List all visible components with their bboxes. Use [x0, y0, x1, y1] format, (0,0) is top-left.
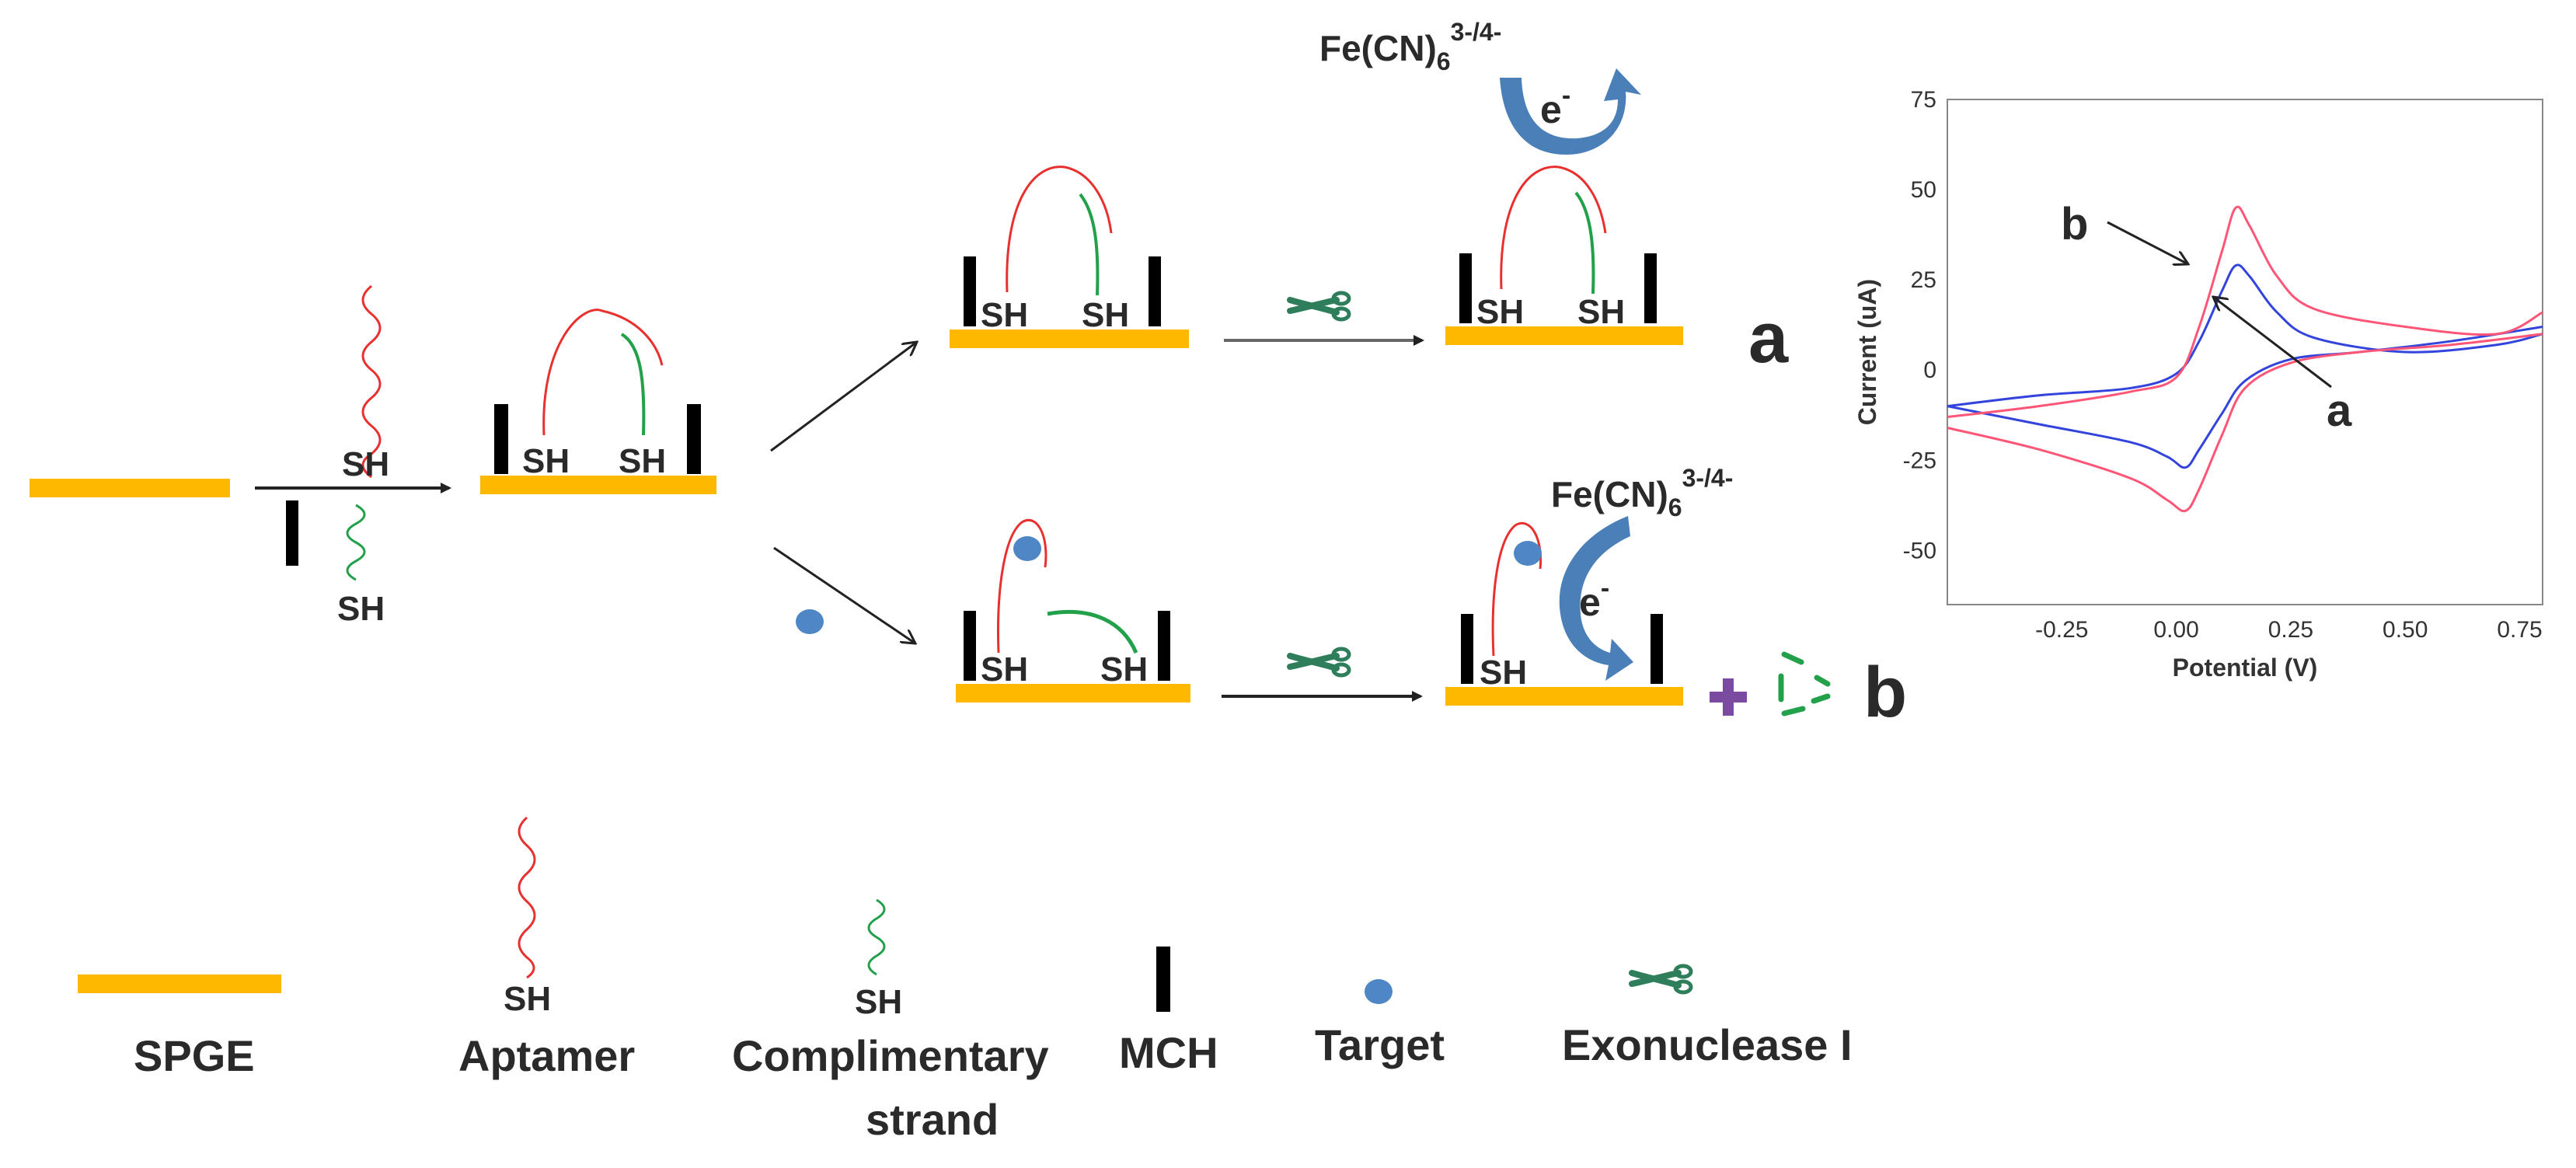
cv-chart: -0.25 0.00 0.25 0.50 0.75 75 50 25 0 -25 -50 Poten… — [1853, 87, 2543, 682]
electrode-lower-2 — [1445, 687, 1683, 706]
legend-complementary-icon — [867, 898, 886, 976]
legend-exonuclease-icon — [1632, 966, 1691, 992]
cv-curve-b-reverse — [1947, 333, 2543, 513]
mch-left — [964, 256, 976, 326]
chart-curves — [1947, 205, 2543, 513]
target-bound — [1514, 541, 1542, 566]
electrode-lower-1 — [956, 684, 1190, 703]
sh-label: SH — [1480, 654, 1527, 692]
electrode-upper-1 — [950, 329, 1189, 348]
result-label-a: a — [1748, 298, 1789, 378]
legend-spge-icon — [78, 974, 281, 993]
electrode-modified — [480, 476, 716, 494]
y-tick-label: 50 — [1911, 177, 1936, 203]
chart-xlabel: Potential (V) — [2173, 654, 2318, 682]
sh-label: SH — [981, 650, 1028, 689]
mch-right — [1158, 611, 1170, 681]
x-tick-label: 0.75 — [2497, 617, 2542, 643]
sh-label: SH — [337, 590, 385, 628]
result-label-b: b — [1863, 653, 1907, 732]
exonuclease-icon — [1290, 649, 1349, 675]
electron-transfer-arrow-top — [1500, 68, 1641, 155]
electron-transfer-arrow-bottom — [1559, 516, 1633, 681]
mch-right — [1149, 256, 1161, 326]
legend-exonuclease-label: Exonuclease I — [1562, 1020, 1853, 1069]
sh-label: SH — [619, 442, 666, 480]
target-bound — [1013, 536, 1041, 561]
sh-label: SH — [1577, 293, 1625, 331]
aptamer-loop — [1500, 166, 1607, 290]
mch-right — [1651, 614, 1663, 684]
legend-spge-label: SPGE — [134, 1031, 255, 1080]
y-tick-label: 0 — [1923, 357, 1936, 383]
legend-target-icon — [1365, 979, 1393, 1004]
legend-aptamer-label: Aptamer — [458, 1031, 635, 1080]
aptamer-loop — [1006, 166, 1113, 293]
y-tick-label: 75 — [1911, 87, 1936, 113]
sh-label: SH — [522, 442, 570, 480]
ferricyanide-label-bottom: Fe(CN)63-/4- — [1551, 464, 1733, 521]
aptamer-target-bound — [1491, 522, 1542, 657]
x-tick-label: -0.25 — [2035, 617, 2088, 643]
electron-label-bottom: e- — [1579, 574, 1609, 624]
curve-arrow-b — [2107, 221, 2188, 264]
y-tick-label: 25 — [1911, 267, 1936, 293]
chart-ticks: -0.25 0.00 0.25 0.50 0.75 75 50 25 0 -25 -50 — [1903, 87, 2543, 643]
sh-label: SH — [1082, 296, 1129, 334]
electron-label-top: e- — [1540, 81, 1570, 131]
complementary-strand-free — [346, 504, 366, 581]
y-tick-label: -25 — [1903, 448, 1936, 473]
legend-strand-label: strand — [866, 1095, 999, 1144]
aptamer-target-bound — [997, 519, 1047, 654]
aptamer-loop — [542, 309, 664, 436]
legend-mch-label: MCH — [1119, 1028, 1218, 1077]
mch-left — [494, 404, 508, 474]
x-tick-label: 0.25 — [2268, 617, 2313, 643]
curve-label-a: a — [2327, 385, 2352, 436]
target-molecule — [796, 609, 824, 634]
mch-free — [286, 500, 298, 566]
mch-left — [964, 611, 976, 681]
sh-label: SH — [1476, 293, 1524, 331]
legend-complimentary-label: Complimentary — [732, 1031, 1049, 1080]
arrow-branch-up — [770, 342, 917, 452]
complementary-free-strand — [1047, 609, 1138, 654]
arrow-branch-down — [773, 546, 915, 643]
legend-target-label: Target — [1315, 1020, 1445, 1069]
plus-icon — [1710, 678, 1747, 716]
aptamer-strand-free — [361, 284, 382, 479]
legend-sh-label: SH — [855, 983, 902, 1021]
legend-sh-label: SH — [504, 980, 551, 1018]
cv-curve-a-forward — [1947, 263, 2543, 408]
electrode-upper-2 — [1445, 326, 1683, 345]
chart-plot-area — [1947, 99, 2543, 605]
ferricyanide-label-top: Fe(CN)63-/4- — [1319, 18, 1501, 75]
y-tick-label: -50 — [1903, 538, 1936, 563]
complementary-loop — [1079, 193, 1100, 296]
digested-fragments-icon — [1778, 651, 1831, 716]
complementary-loop — [1574, 191, 1595, 295]
sh-label: SH — [1100, 650, 1148, 689]
legend-aptamer-icon — [518, 816, 536, 979]
complementary-loop — [620, 333, 646, 436]
mch-right — [1644, 253, 1657, 323]
sh-label: SH — [342, 445, 389, 483]
curve-label-b: b — [2061, 199, 2088, 249]
mch-left — [1459, 253, 1472, 323]
mch-left — [1461, 614, 1473, 684]
mch-right — [687, 404, 701, 474]
cv-curve-b-forward — [1947, 205, 2543, 419]
legend-mch-icon — [1156, 947, 1170, 1012]
x-tick-label: 0.00 — [2153, 617, 2198, 643]
curve-arrow-a — [2213, 297, 2332, 389]
chart-ylabel: Current (uA) — [1853, 279, 1881, 425]
electrode-bare — [30, 479, 230, 497]
exonuclease-icon — [1290, 293, 1349, 319]
x-tick-label: 0.50 — [2383, 617, 2428, 643]
sh-label: SH — [981, 296, 1028, 334]
